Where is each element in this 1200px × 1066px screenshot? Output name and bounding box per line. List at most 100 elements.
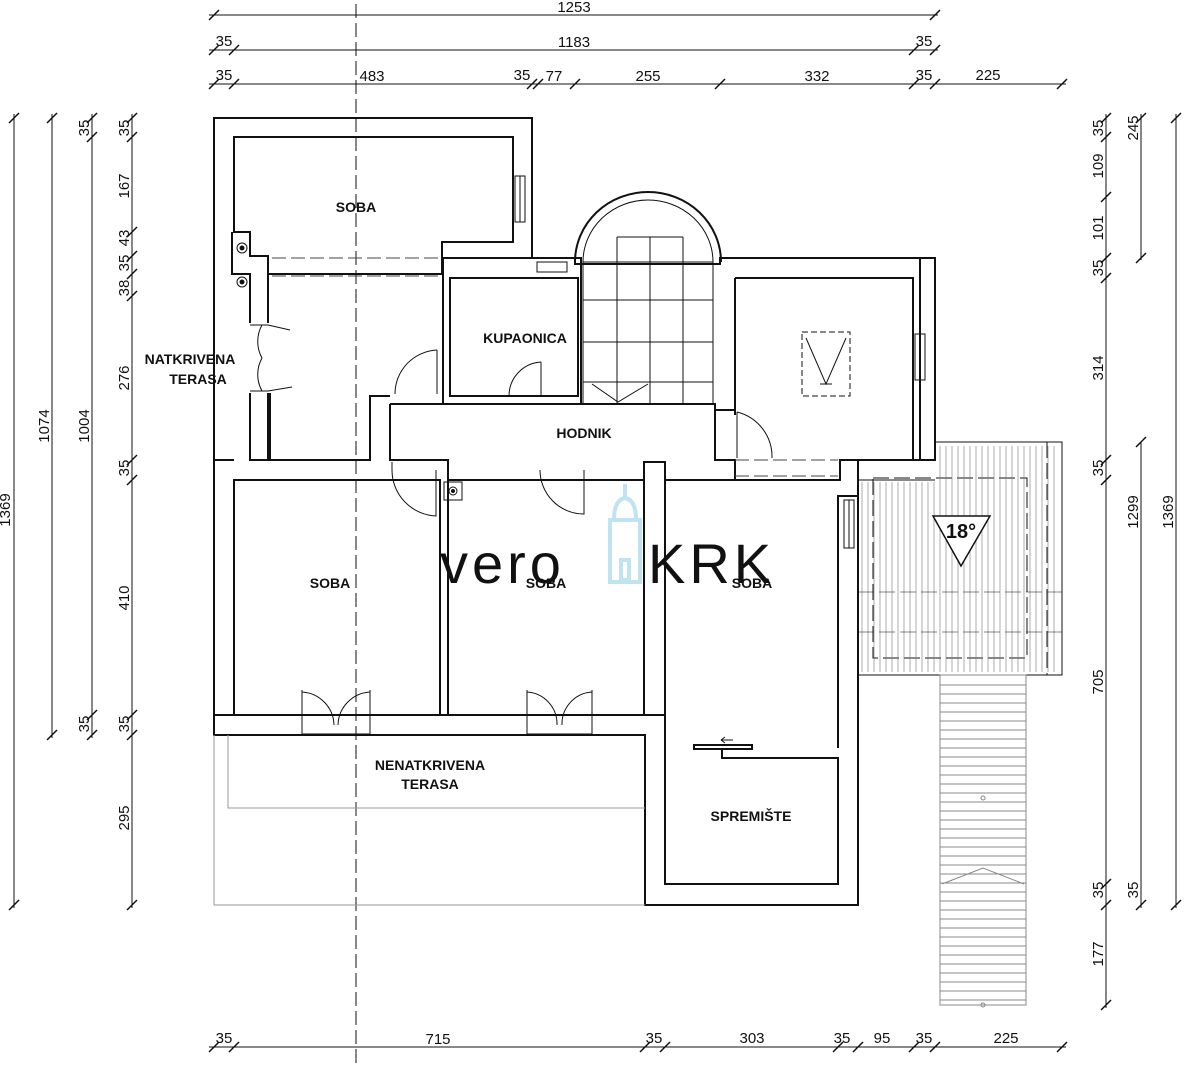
dim-bottom-h: 225: [993, 1030, 1018, 1047]
dim-left-1074: 1074: [36, 409, 53, 442]
room-label-soba-mid: SOBA: [526, 575, 566, 591]
dim-right-inner-i: 177: [1090, 941, 1107, 966]
dim-tick: [1100, 131, 1112, 143]
outer-wall: [213, 117, 936, 906]
dim-tick: [208, 78, 220, 90]
slope-marker: [931, 515, 992, 568]
dim-tick: [1135, 436, 1147, 448]
dim-right-inner-c: 101: [1090, 215, 1107, 240]
dim-tick: [228, 44, 240, 56]
dim-tick: [1100, 272, 1112, 284]
dim-left-inner-a: 35: [116, 120, 133, 137]
dim-tick: [1100, 474, 1112, 486]
watermark-tower-icon: [608, 484, 642, 584]
roof-hatch: [858, 446, 1062, 672]
dims-left: 1369 1074 1004 35 35 35 167 43 35 38 276…: [0, 120, 133, 831]
dim-left-inner-g: 35: [116, 460, 133, 477]
room-label-soba-right: SOBA: [732, 575, 772, 591]
dim-top2-b: 1183: [558, 34, 590, 51]
dim-left-inner-e: 38: [116, 280, 133, 297]
dim-right-inner-d: 35: [1090, 260, 1107, 277]
dim-tick: [908, 78, 920, 90]
dim-right-inner-e: 314: [1090, 355, 1107, 380]
dim-tick: [1135, 112, 1147, 124]
dim-tick: [126, 899, 138, 911]
dim-tick: [46, 729, 58, 741]
dim-left-35-top: 35: [76, 120, 93, 137]
dim-tick: [208, 1041, 220, 1053]
dim-right-inner-g: 705: [1090, 669, 1107, 694]
dim-tick: [1100, 112, 1112, 124]
dim-right-inner-h: 35: [1090, 882, 1107, 899]
dim-tick: [659, 1041, 671, 1053]
dim-tick: [228, 78, 240, 90]
dim-top3-e: 255: [635, 68, 660, 85]
dim-tick: [8, 899, 20, 911]
dim-tick: [832, 1041, 844, 1053]
dim-tick: [1100, 899, 1112, 911]
dim-tick: [126, 729, 138, 741]
room-label-nenatkrivena-terasa: TERASA: [401, 776, 459, 792]
dim-tick: [1100, 999, 1112, 1011]
dim-left-1004: 1004: [76, 409, 93, 442]
dim-tick: [126, 454, 138, 466]
dim-top3-b: 483: [359, 68, 384, 85]
dim-tick: [126, 250, 138, 262]
uncovered-terrace: [213, 735, 645, 906]
dim-left-inner-d: 35: [116, 255, 133, 272]
room-label-soba-left: SOBA: [310, 575, 350, 591]
dim-tick: [532, 78, 544, 90]
dim-left-inner-j: 295: [116, 805, 133, 830]
dim-right-245: 245: [1125, 115, 1142, 140]
dim-tick: [1100, 454, 1112, 466]
room-label-hodnik: HODNIK: [556, 425, 611, 441]
dim-tick: [929, 78, 941, 90]
dims-bottom: 35 715 35 303 35 95 35 225: [216, 1030, 1019, 1048]
dim-bottom-f: 95: [874, 1030, 891, 1047]
dim-bottom-a: 35: [216, 1030, 233, 1047]
exterior-stair: [939, 674, 1027, 1008]
skylight: [801, 331, 851, 397]
dim-top3-h: 225: [975, 67, 1000, 84]
dim-left-inner-b: 167: [116, 173, 133, 198]
dim-right-35: 35: [1125, 882, 1142, 899]
dim-tick: [208, 9, 220, 21]
dim-left-1369: 1369: [0, 493, 14, 526]
dim-tick: [852, 1041, 864, 1053]
windows: [514, 175, 926, 549]
dim-top3-d: 77: [546, 68, 563, 85]
dim-top3-f: 332: [804, 68, 829, 85]
dim-right-inner-b: 109: [1090, 153, 1107, 178]
dim-bottom-g: 35: [916, 1030, 933, 1047]
dim-left-inner-i: 35: [116, 716, 133, 733]
dim-tick: [86, 729, 98, 741]
fixtures: [236, 242, 851, 501]
dim-bottom-b: 715: [425, 1031, 450, 1048]
soba-right-wall: [643, 461, 839, 885]
dim-top3-c: 35: [514, 67, 531, 84]
bathroom-wall-inner: [449, 277, 579, 397]
room-label-natkrivena-terasa: TERASA: [169, 371, 227, 387]
dim-top2-c: 35: [916, 33, 933, 50]
walls: [213, 117, 936, 906]
dim-tick: [929, 44, 941, 56]
dim-tick: [1170, 899, 1182, 911]
room-label-soba-top: SOBA: [336, 199, 376, 215]
dim-top3-a: 35: [216, 67, 233, 84]
dim-tick: [86, 112, 98, 124]
room-label-natkrivena: NATKRIVENA: [145, 351, 236, 367]
soba-left-wall: [233, 479, 441, 716]
dim-tick: [126, 268, 138, 280]
roof-terrace: [857, 441, 1063, 676]
dim-tick: [8, 112, 20, 124]
dim-top2-a: 35: [216, 33, 233, 50]
dim-tick: [1135, 899, 1147, 911]
dim-tick: [208, 44, 220, 56]
dim-right-inner-a: 35: [1090, 120, 1107, 137]
roof-slope-label: 18°: [946, 521, 976, 543]
dim-tick: [126, 131, 138, 143]
dim-tick: [126, 474, 138, 486]
dim-tick: [908, 44, 920, 56]
dims-top: 1253 35 1183 35 35 483 35 77 255 332 35 …: [216, 0, 1001, 85]
